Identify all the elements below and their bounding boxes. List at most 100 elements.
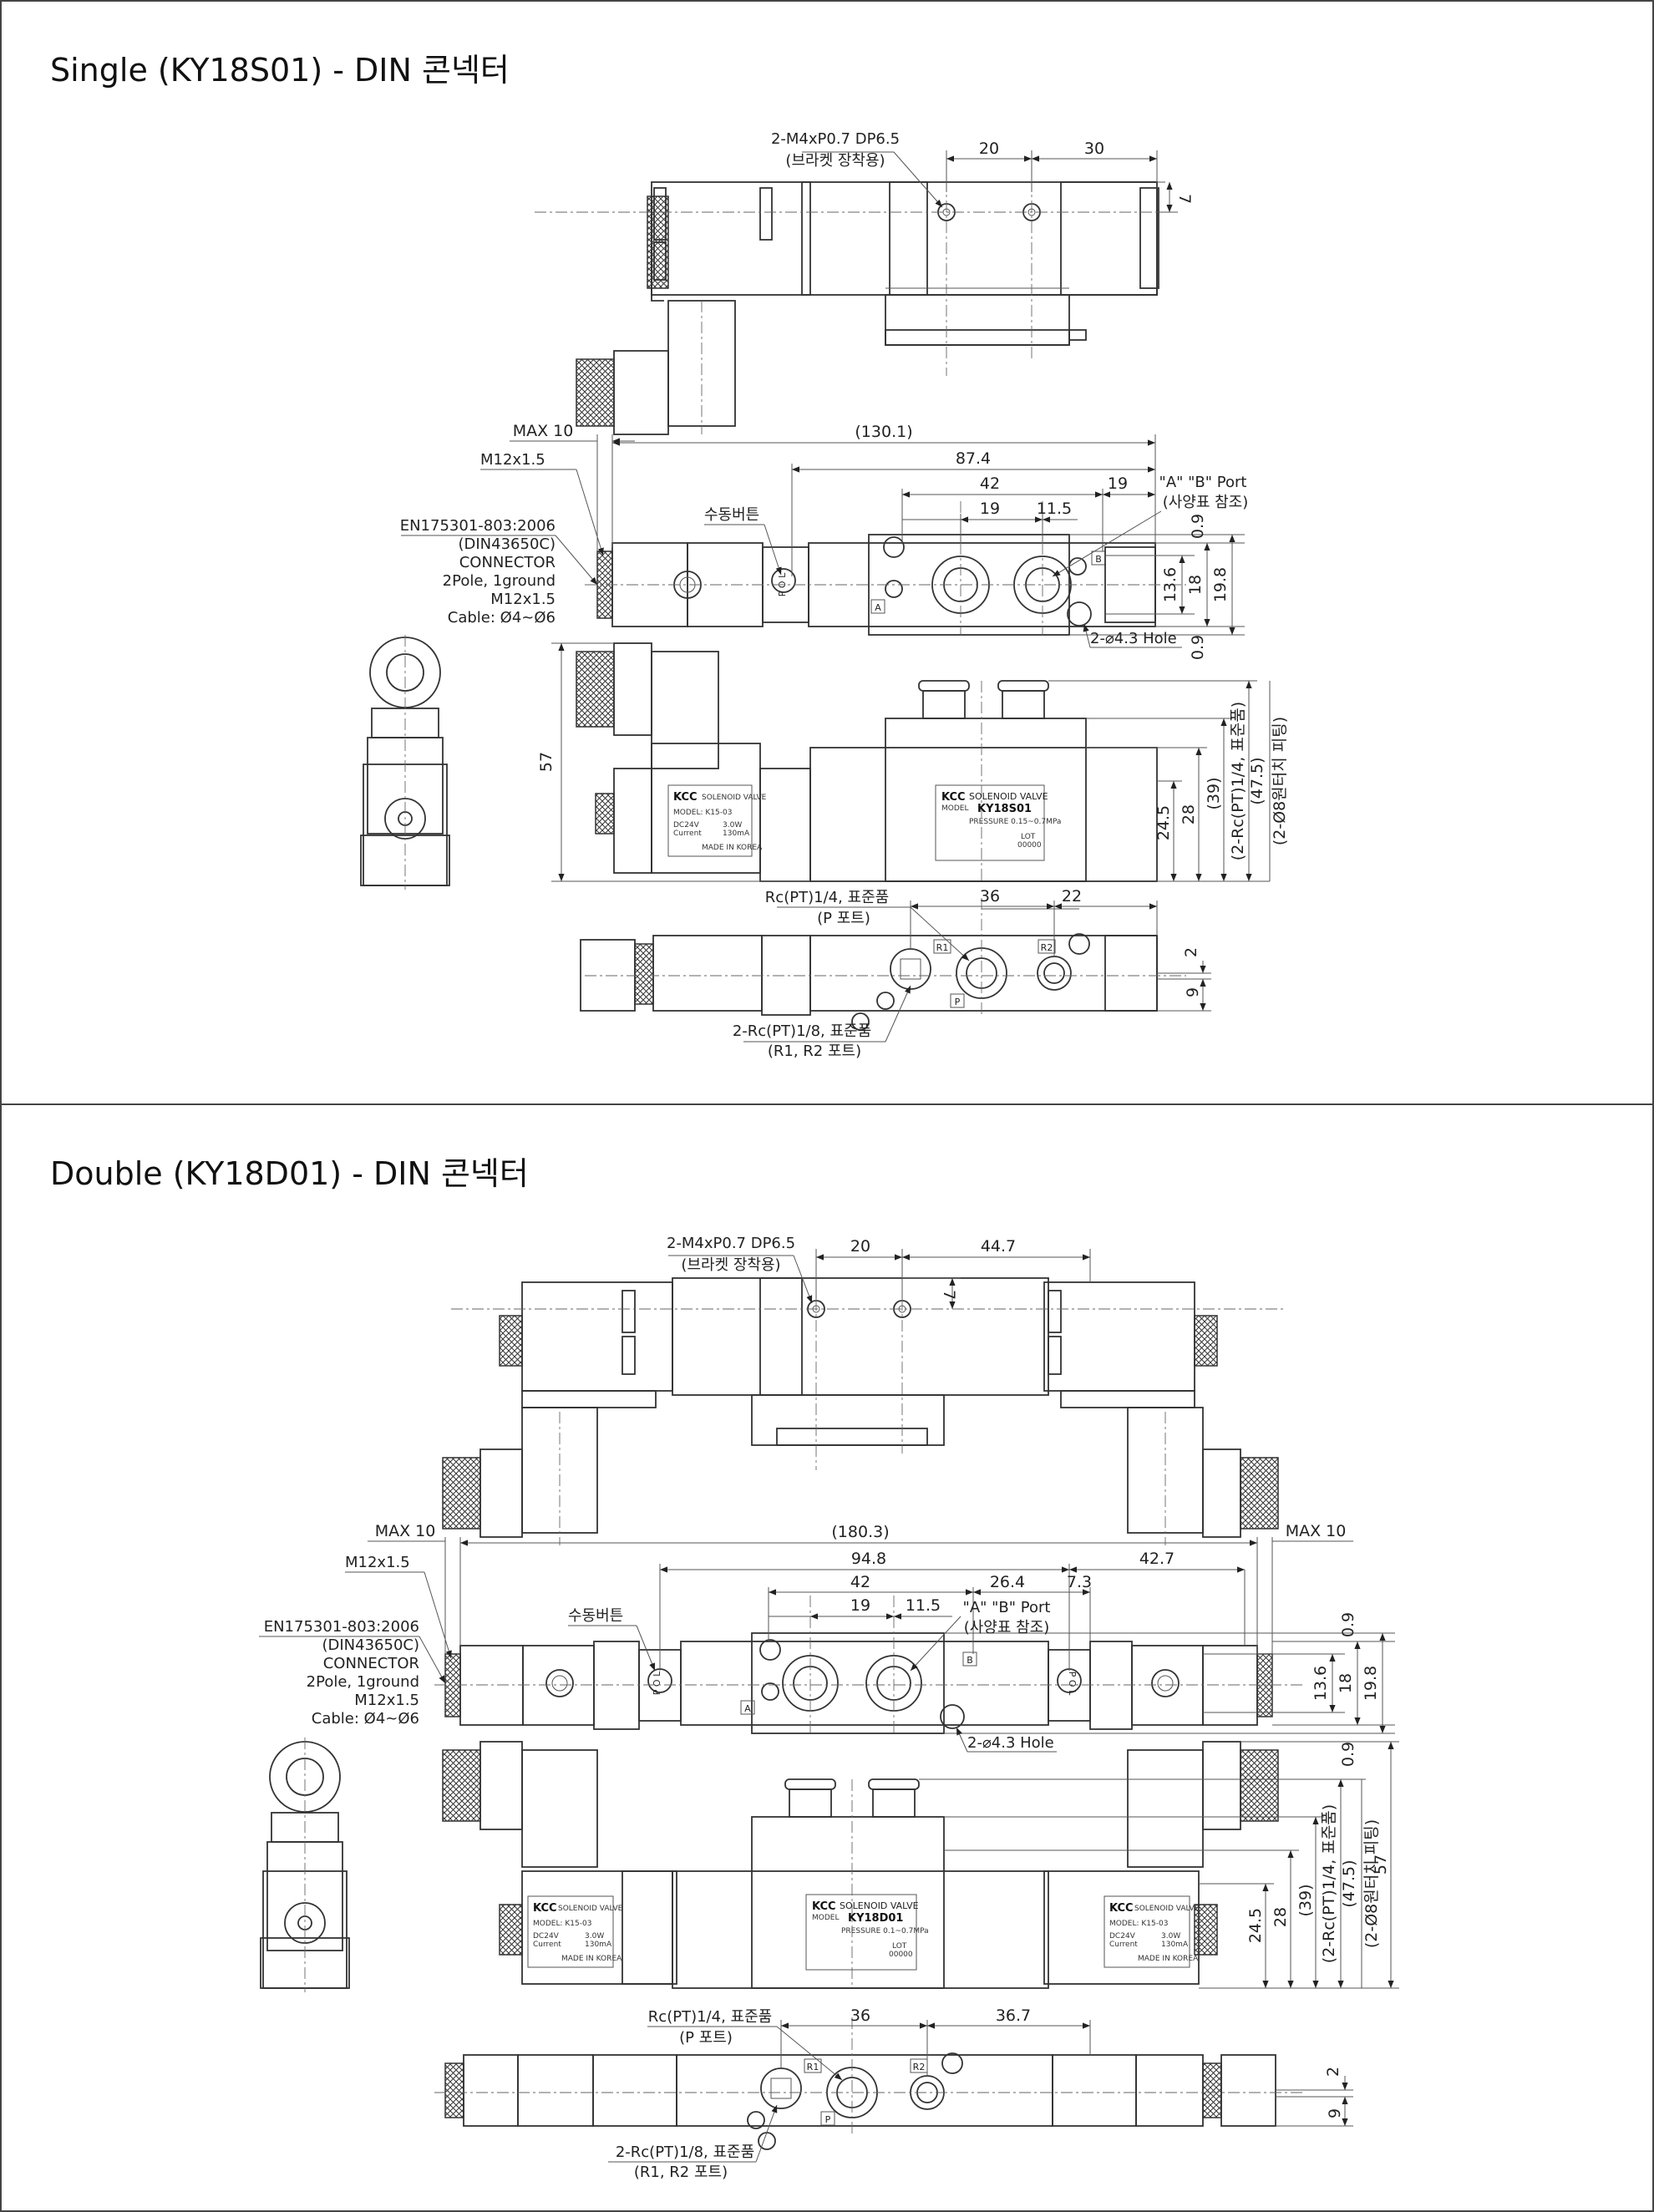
svg-text:M12x1.5: M12x1.5 [345,1554,410,1571]
svg-text:18: 18 [1337,1673,1355,1693]
svg-text:19: 19 [980,500,1000,518]
svg-text:00000: 00000 [1017,841,1042,850]
svg-text:Rc(PT)1/4, 표준품: Rc(PT)1/4, 표준품 [765,889,889,906]
single-top-view: 20 30 7 2-M4xP0.7 DP6.5 (브라켓 장착용) [535,130,1194,435]
svg-text:MADE IN KOREA: MADE IN KOREA [702,844,763,852]
svg-text:R1: R1 [807,2062,819,2072]
svg-text:SOLENOID VALVE: SOLENOID VALVE [702,794,767,802]
svg-text:(브라켓 장착용): (브라켓 장착용) [681,1256,780,1274]
svg-text:B: B [967,1655,973,1666]
svg-text:R1: R1 [936,942,949,953]
svg-text:2-Rc(PT)1/8, 표준품: 2-Rc(PT)1/8, 표준품 [616,2144,754,2161]
svg-text:Current: Current [533,1941,561,1949]
svg-text:22: 22 [1062,887,1082,906]
svg-text:00000: 00000 [889,1951,913,1959]
svg-text:42.7: 42.7 [1139,1550,1175,1568]
svg-text:DC24V: DC24V [673,821,700,830]
svg-text:(P 포트): (P 포트) [679,2029,733,2047]
double-coil-plate-left: KCC SOLENOID VALVE MODEL: K15-03 DC24V C… [527,1895,623,1968]
svg-text:(사양표 참조): (사양표 참조) [964,1619,1050,1636]
svg-text:42: 42 [850,1573,870,1591]
svg-text:57: 57 [537,752,556,772]
svg-text:M12x1.5: M12x1.5 [480,451,545,469]
svg-text:B: B [1095,554,1102,565]
svg-text:2: 2 [1324,2067,1342,2077]
svg-text:(R1, R2 포트): (R1, R2 포트) [634,2164,728,2181]
svg-text:2Pole, 1ground: 2Pole, 1ground [443,572,556,590]
svg-text:MODEL: MODEL [812,1914,839,1922]
svg-text:3.0W: 3.0W [1161,1932,1180,1941]
svg-text:SOLENOID VALVE: SOLENOID VALVE [1134,1905,1200,1913]
svg-text:LOT: LOT [1021,833,1036,841]
svg-text:KCC: KCC [533,1902,557,1915]
svg-text:Cable: Ø4~Ø6: Cable: Ø4~Ø6 [312,1710,419,1727]
svg-text:Current: Current [1109,1941,1138,1949]
svg-text:57: 57 [1372,1854,1390,1875]
svg-text:MODEL: K15-03: MODEL: K15-03 [533,1920,591,1928]
svg-text:0.9: 0.9 [1189,514,1207,539]
svg-text:MAX 10: MAX 10 [375,1522,436,1540]
svg-text:CONNECTOR: CONNECTOR [459,554,556,571]
svg-text:3.0W: 3.0W [585,1932,604,1941]
svg-text:SOLENOID VALVE: SOLENOID VALVE [558,1905,623,1913]
svg-text:P O L: P O L [1067,1672,1078,1696]
svg-text:19.8: 19.8 [1211,567,1230,602]
svg-text:19: 19 [850,1596,870,1615]
svg-text:9: 9 [1184,987,1202,997]
svg-text:A: A [744,1703,751,1714]
double-connector-spec: EN175301-803:2006 (DIN43650C) CONNECTOR … [259,1618,446,1727]
svg-text:(2-Rc(PT)1/4, 표준품): (2-Rc(PT)1/4, 표준품) [1229,702,1247,860]
svg-text:MADE IN KOREA: MADE IN KOREA [561,1955,622,1963]
svg-text:수동버튼: 수동버튼 [568,1607,623,1625]
double-top-view: 20 44.7 7 2-M4xP0.7 DP6.5 (브라켓 장착용) [442,1235,1286,1545]
svg-text:(P 포트): (P 포트) [817,910,870,927]
svg-text:"A" "B" Port: "A" "B" Port [963,1599,1051,1616]
svg-text:M12x1.5: M12x1.5 [490,591,556,608]
svg-text:11.5: 11.5 [906,1596,941,1615]
svg-text:Current: Current [673,830,702,838]
svg-text:EN175301-803:2006: EN175301-803:2006 [264,1618,419,1636]
svg-text:2-Rc(PT)1/8, 표준품: 2-Rc(PT)1/8, 표준품 [733,1022,871,1040]
svg-text:(2-Ø8원터치 피팅): (2-Ø8원터치 피팅) [1362,1819,1381,1948]
svg-text:44.7: 44.7 [981,1237,1016,1256]
svg-text:KCC: KCC [812,1900,836,1913]
svg-text:20: 20 [979,140,999,158]
svg-text:DC24V: DC24V [533,1932,560,1941]
svg-text:36: 36 [980,887,1000,906]
svg-text:2: 2 [1182,947,1200,957]
double-body-plate: KCC SOLENOID VALVE MODEL KY18D01 PRESSUR… [805,1894,929,1971]
single-title: Single (KY18S01) - DIN 콘넥터 [50,52,510,89]
svg-text:DC24V: DC24V [1109,1932,1136,1941]
svg-text:MADE IN KOREA: MADE IN KOREA [1138,1955,1199,1963]
single-plan-view: P O L B A (130 [400,422,1249,660]
svg-text:0.9: 0.9 [1189,635,1207,660]
svg-text:(47.5): (47.5) [1248,757,1266,804]
svg-text:LOT: LOT [892,1942,907,1951]
svg-text:(DIN43650C): (DIN43650C) [458,535,556,553]
svg-text:EN175301-803:2006: EN175301-803:2006 [400,517,556,535]
svg-text:수동버튼: 수동버튼 [704,506,759,524]
double-title: Double (KY18D01) - DIN 콘넥터 [50,1155,529,1192]
svg-text:MAX 10: MAX 10 [513,422,574,440]
svg-text:KCC: KCC [673,791,698,804]
svg-text:(DIN43650C): (DIN43650C) [322,1636,419,1654]
svg-text:(47.5): (47.5) [1340,1859,1358,1907]
svg-text:28: 28 [1271,1907,1290,1927]
svg-text:Rc(PT)1/4, 표준품: Rc(PT)1/4, 표준품 [648,2008,772,2026]
svg-text:(브라켓 장착용): (브라켓 장착용) [785,152,885,170]
single-front-view: KCC SOLENOID VALVE MODEL: K15-03 DC24V C… [537,642,1289,882]
svg-text:7.3: 7.3 [1067,1573,1092,1591]
svg-text:13.6: 13.6 [1161,567,1180,602]
svg-text:KY18S01: KY18S01 [977,803,1032,815]
svg-text:19: 19 [1108,474,1128,493]
svg-text:(R1, R2 포트): (R1, R2 포트) [768,1043,861,1060]
svg-text:(2-Rc(PT)1/4, 표준품): (2-Rc(PT)1/4, 표준품) [1320,1804,1338,1963]
double-section: Double (KY18D01) - DIN 콘넥터 [50,1155,1399,2181]
svg-text:PRESSURE 0.1~0.7MPa: PRESSURE 0.1~0.7MPa [841,1927,929,1936]
double-coil-plate-right: KCC SOLENOID VALVE MODEL: K15-03 DC24V C… [1104,1895,1200,1968]
svg-text:0.9: 0.9 [1339,1742,1357,1767]
svg-text:R2: R2 [1041,942,1053,953]
single-bottom-view: R1 R2 P 36 22 2 9 Rc(PT)1/4, 표준품 [580,887,1211,1060]
